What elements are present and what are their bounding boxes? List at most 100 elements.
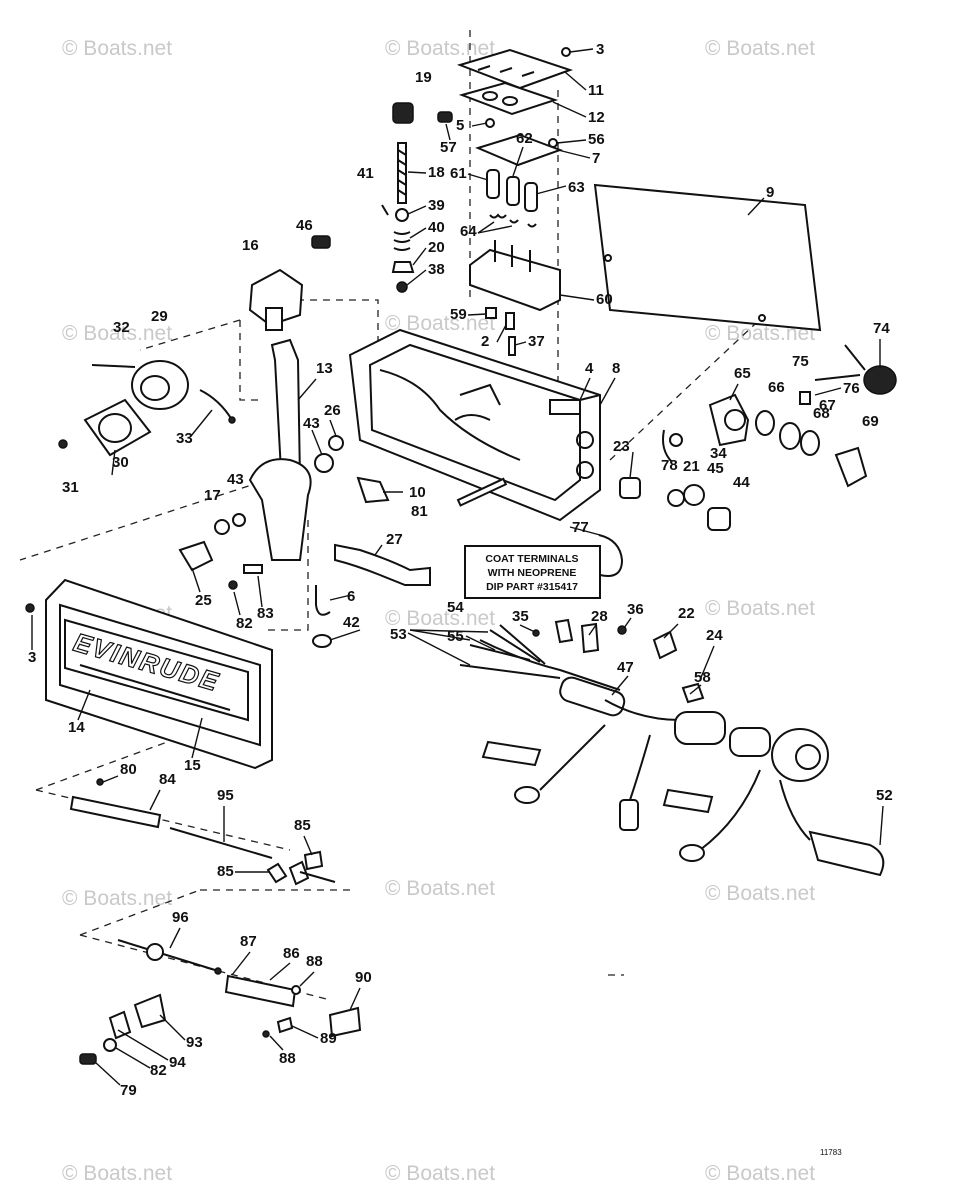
callout: 3: [596, 41, 604, 58]
callout: 8: [612, 360, 620, 377]
callout: 43: [303, 415, 320, 432]
callout: 16: [242, 237, 259, 254]
callout: 93: [186, 1034, 203, 1051]
callout: 46: [296, 217, 313, 234]
callout: 41: [357, 165, 374, 182]
callout: 44: [733, 474, 750, 491]
callout: 38: [428, 261, 445, 278]
callout: 17: [204, 487, 221, 504]
callout: 25: [195, 592, 212, 609]
callout: 45: [707, 460, 724, 477]
neutral-switch-parts: [58, 360, 236, 457]
callout: 80: [120, 761, 137, 778]
watermark: © Boats.net: [705, 882, 815, 905]
callout: 78: [661, 457, 678, 474]
callout: 30: [112, 454, 129, 471]
watermark: © Boats.net: [385, 607, 495, 630]
callout: 77: [572, 519, 589, 536]
callout: 15: [184, 757, 201, 774]
callout: 5: [456, 117, 464, 134]
figure-id: 11783: [820, 1148, 842, 1157]
callout: 75: [792, 353, 809, 370]
callout: 40: [428, 219, 445, 236]
callout: 95: [217, 787, 234, 804]
callout: 82: [236, 615, 253, 632]
watermark: © Boats.net: [705, 37, 815, 60]
callout: 60: [596, 291, 613, 308]
switch-plate-stack: [456, 48, 574, 356]
note-box: COAT TERMINALS WITH NEOPRENE DIP PART #3…: [464, 545, 601, 599]
callout: 96: [172, 909, 189, 926]
callout: 59: [450, 306, 467, 323]
wiring-harness: [459, 618, 885, 877]
lower-linkage: [69, 778, 362, 1065]
note-line: DIP PART #315417: [486, 581, 578, 593]
callout: 6: [347, 588, 355, 605]
callout: 14: [68, 719, 85, 736]
callout: 2: [481, 333, 489, 350]
callout: 39: [428, 197, 445, 214]
callout: 83: [257, 605, 274, 622]
watermark: © Boats.net: [705, 1162, 815, 1185]
callout-layer: 3 11 19 12 5 57 56 62 7 61 63 41 18 9 39…: [28, 41, 893, 1099]
callout: 26: [324, 402, 341, 419]
watermark: © Boats.net: [62, 322, 172, 345]
callout: 3: [28, 649, 36, 666]
callout: 85: [217, 863, 234, 880]
callout: 90: [355, 969, 372, 986]
callout: 62: [516, 130, 533, 147]
callout: 22: [678, 605, 695, 622]
callout: 29: [151, 308, 168, 325]
callout: 20: [428, 239, 445, 256]
note-line: COAT TERMINALS: [485, 553, 578, 565]
callout: 89: [320, 1030, 337, 1047]
callout: 10: [409, 484, 426, 501]
note-line: WITH NEOPRENE: [488, 567, 577, 579]
callout: 74: [873, 320, 890, 337]
ignition-switch-parts: [708, 344, 897, 488]
callout: 7: [592, 150, 600, 167]
callout: 4: [585, 360, 594, 377]
callout: 27: [386, 531, 403, 548]
callout: 53: [390, 626, 407, 643]
callout: 23: [613, 438, 630, 455]
callout: 28: [591, 608, 608, 625]
callout: 55: [447, 628, 464, 645]
callout: 82: [150, 1062, 167, 1079]
watermark: © Boats.net: [62, 887, 172, 910]
small-parts-right: [598, 429, 731, 577]
watermark: © Boats.net: [62, 1162, 172, 1185]
callout: 85: [294, 817, 311, 834]
assembly-guides: [19, 30, 771, 1001]
callout: 34: [710, 445, 727, 462]
callout: 18: [428, 164, 445, 181]
callout: 52: [876, 787, 893, 804]
callout: 86: [283, 945, 300, 962]
callout: 66: [768, 379, 785, 396]
leader-lines: [31, 48, 884, 1086]
watermark: © Boats.net: [385, 1162, 495, 1185]
callout: 13: [316, 360, 333, 377]
callout: 76: [843, 380, 860, 397]
callout: 11: [588, 82, 604, 99]
callout: 43: [227, 471, 244, 488]
callout: 21: [683, 458, 700, 475]
callout: 56: [588, 131, 605, 148]
callout: 94: [169, 1054, 186, 1071]
callout: 31: [62, 479, 79, 496]
control-lever-assembly: [178, 235, 390, 590]
callout: 24: [706, 627, 723, 644]
side-panel: EVINRUDE: [25, 578, 273, 770]
watermark: © Boats.net: [385, 312, 495, 335]
callout: 69: [862, 413, 879, 430]
callout: 84: [159, 771, 176, 788]
callout: 12: [588, 109, 605, 126]
callout: 19: [415, 69, 432, 86]
callout: 61: [450, 165, 467, 182]
callout: 54: [447, 599, 464, 616]
callout: 9: [766, 184, 774, 201]
callout: 32: [113, 319, 130, 336]
bracket-parts: [312, 477, 508, 648]
callout: 47: [617, 659, 634, 676]
